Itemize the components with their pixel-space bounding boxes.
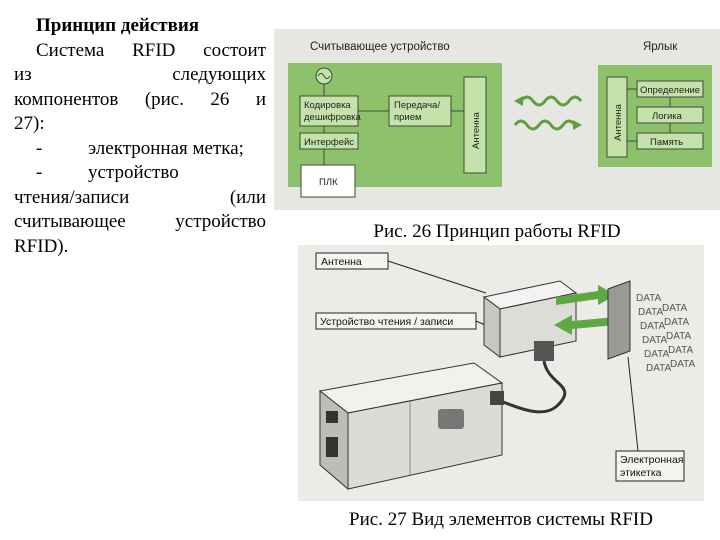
text-line: считывающее устройство bbox=[14, 211, 266, 232]
list-item: - устройство bbox=[14, 161, 266, 186]
interface-box bbox=[299, 132, 359, 150]
transfer-box bbox=[388, 95, 452, 127]
arrow-left-icon bbox=[514, 96, 523, 106]
leader-line bbox=[387, 260, 487, 294]
figure-27-caption: Рис. 27 Вид элементов системы RFID bbox=[349, 509, 653, 530]
wave-icon bbox=[513, 119, 577, 131]
reader-label: Устройство чтения / записи bbox=[320, 316, 453, 328]
svg-text:DATA: DATA bbox=[666, 331, 692, 342]
antenna-label: Антенна bbox=[321, 256, 362, 268]
body-text: Принцип действия Система RFID состоит из… bbox=[14, 14, 266, 259]
tag-data-stream: DATA DATA DATA DATA DATA DATA DATA DATA … bbox=[636, 293, 696, 374]
plc-label: ПЛК bbox=[319, 177, 338, 188]
plc-box bbox=[300, 164, 356, 198]
text-line: компонентов (рис. 26 и bbox=[14, 88, 267, 110]
transfer-label: Передача/ bbox=[394, 100, 440, 111]
text-line: чтения/записи (или bbox=[14, 186, 266, 208]
rfid-principle-diagram: Считывающее устройство Кодировка дешифро… bbox=[274, 29, 720, 210]
memory-label: Память bbox=[650, 137, 683, 148]
svg-text:DATA: DATA bbox=[668, 345, 694, 356]
tag-label-line2: этикетка bbox=[620, 467, 662, 479]
interface-label: Интерфейс bbox=[304, 137, 354, 148]
tag-label-line1: Электронная bbox=[620, 454, 684, 466]
rfid-elements-illustration: Антенна Устройство чтения / записи Элект… bbox=[298, 245, 704, 501]
svg-text:DATA: DATA bbox=[664, 317, 690, 328]
section-heading: Принцип действия bbox=[36, 15, 200, 36]
reader-antenna-box bbox=[463, 76, 487, 174]
reader-title: Считывающее устройство bbox=[310, 41, 450, 53]
arrow-to-reader-icon bbox=[554, 315, 616, 335]
device-indicator bbox=[438, 409, 464, 429]
antenna-unit-side bbox=[483, 296, 501, 358]
text-line: из следующих bbox=[14, 64, 266, 85]
reader-antenna-label: Антенна bbox=[471, 111, 482, 149]
svg-text:DATA: DATA bbox=[662, 303, 688, 314]
figure-26-caption: Рис. 26 Принцип работы RFID bbox=[373, 221, 621, 242]
text-line: 27): bbox=[14, 113, 45, 134]
tag-label-box bbox=[615, 450, 685, 482]
device-cable-connector bbox=[490, 391, 504, 405]
tag-antenna-box bbox=[606, 76, 628, 158]
sine-icon bbox=[317, 73, 331, 79]
tag-antenna-label: Антенна bbox=[613, 103, 624, 141]
bullet-text: устройство bbox=[88, 162, 179, 183]
svg-text:DATA: DATA bbox=[636, 293, 662, 304]
svg-text:DATA: DATA bbox=[670, 359, 696, 370]
receive-label: прием bbox=[394, 112, 422, 123]
text-line: RFID). bbox=[14, 235, 69, 257]
antenna-label-box bbox=[315, 252, 389, 270]
device-port bbox=[326, 411, 338, 423]
bullet-text: электронная метка; bbox=[88, 137, 244, 159]
device-port bbox=[326, 437, 338, 457]
arrow-to-tag-icon bbox=[556, 285, 616, 305]
svg-text:DATA: DATA bbox=[638, 307, 664, 318]
decoding-label: дешифровка bbox=[304, 112, 362, 123]
detection-label: Определение bbox=[640, 85, 700, 96]
svg-text:DATA: DATA bbox=[640, 321, 666, 332]
antenna-connector bbox=[534, 341, 554, 361]
svg-text:DATA: DATA bbox=[642, 335, 668, 346]
coding-label: Кодировка bbox=[304, 100, 351, 111]
wave-icon bbox=[519, 95, 583, 107]
text-line: Система RFID состоит bbox=[36, 39, 267, 61]
bullet-dash: - bbox=[36, 137, 43, 159]
bullet-dash: - bbox=[36, 162, 43, 183]
tag-body bbox=[607, 280, 631, 360]
logic-label: Логика bbox=[652, 111, 683, 122]
tag-title: Ярлык bbox=[643, 41, 678, 53]
svg-text:DATA: DATA bbox=[646, 363, 672, 374]
list-item: - электронная метка; bbox=[14, 137, 266, 162]
leader-line bbox=[627, 356, 639, 452]
arrow-right-icon bbox=[573, 120, 582, 130]
svg-text:DATA: DATA bbox=[644, 349, 670, 360]
coding-box bbox=[299, 95, 359, 127]
